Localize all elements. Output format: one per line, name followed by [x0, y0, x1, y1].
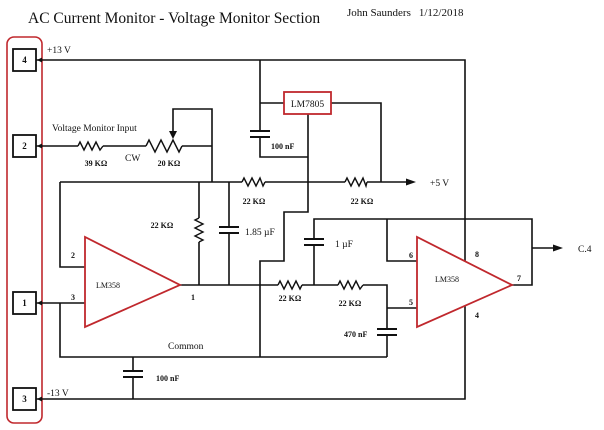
svg-text:22 KΩ: 22 KΩ	[339, 299, 362, 308]
connector-pin-1[interactable]: 1	[12, 291, 37, 315]
svg-text:22 KΩ: 22 KΩ	[351, 197, 374, 206]
wire-regulator-out	[331, 102, 382, 182]
net-label-common: Common	[168, 342, 204, 352]
svg-text:8: 8	[475, 250, 479, 259]
svg-text:470 nF: 470 nF	[344, 330, 367, 339]
wire-pot-wiper	[172, 108, 213, 182]
svg-text:3: 3	[71, 293, 75, 302]
capacitor-filter-470nf: 470 nF	[344, 328, 397, 339]
resistor-divider-left: 22 KΩ	[241, 176, 266, 206]
connector-pin-4[interactable]: 4	[12, 48, 37, 72]
svg-text:100 nF: 100 nF	[271, 142, 294, 151]
svg-text:1 µF: 1 µF	[335, 240, 353, 250]
wire-opamp1-out	[180, 284, 388, 357]
net-label-output: C.4	[578, 245, 592, 255]
svg-text:100 nF: 100 nF	[156, 374, 179, 383]
resistor-filter-1: 22 KΩ	[277, 279, 303, 303]
svg-text:LM358: LM358	[435, 275, 459, 284]
wire-plus13v	[36, 59, 466, 261]
net-label-minus13: -13 V	[47, 389, 69, 399]
wire-common	[59, 303, 387, 358]
connector-pin-2[interactable]: 2	[12, 134, 37, 158]
pot-direction-label: CW	[125, 154, 140, 164]
output-arrow-icon	[553, 244, 563, 252]
resistor-divider-right: 22 KΩ	[344, 176, 374, 206]
wire-feedback	[198, 182, 230, 285]
svg-text:22 KΩ: 22 KΩ	[151, 221, 174, 230]
svg-text:7: 7	[517, 274, 521, 283]
opamp-1-lm358: LM358 2 3 1	[71, 235, 195, 329]
connector-frame	[6, 36, 43, 424]
wiper-arrow-icon	[169, 131, 177, 139]
wire-regulator-gnd	[259, 114, 309, 357]
author-date: John Saunders 1/12/2018	[347, 7, 464, 19]
svg-text:22 KΩ: 22 KΩ	[243, 197, 266, 206]
svg-text:20 KΩ: 20 KΩ	[158, 159, 181, 168]
net-label-plus13: +13 V	[47, 46, 71, 56]
connector-pin-3[interactable]: 3	[12, 387, 37, 411]
wire-minus13v	[36, 306, 466, 400]
svg-text:1.85 µF: 1.85 µF	[245, 228, 275, 238]
plus5-arrow-icon	[406, 178, 416, 186]
resistor-39k: 39 KΩ	[77, 140, 108, 168]
opamp-2-lm358: LM358 6 5 7 8 4	[409, 235, 521, 329]
capacitor-filter-1uf: 1 µF	[304, 238, 353, 250]
schematic-title: AC Current Monitor - Voltage Monitor Sec…	[28, 10, 320, 27]
resistor-feedback-22k: 22 KΩ	[151, 217, 205, 243]
capacitor-regulator-100nf: 100 nF	[250, 130, 294, 151]
net-label-input: Voltage Monitor Input	[52, 124, 137, 134]
author: John Saunders	[347, 7, 411, 19]
resistor-filter-2: 22 KΩ	[337, 279, 364, 308]
svg-text:3: 3	[22, 394, 27, 404]
wire-opamp1-inv	[59, 182, 85, 268]
date: 1/12/2018	[419, 7, 464, 19]
svg-text:4: 4	[475, 311, 479, 320]
net-label-plus5: +5 V	[430, 179, 449, 189]
svg-text:LM7805: LM7805	[291, 100, 325, 110]
wire-filter-feedback	[313, 218, 533, 286]
svg-text:1: 1	[191, 293, 195, 302]
svg-text:5: 5	[409, 298, 413, 307]
potentiometer-20k: 20 KΩ	[145, 131, 183, 168]
svg-text:2: 2	[71, 251, 75, 260]
capacitor-common-100nf: 100 nF	[123, 370, 179, 383]
svg-text:1: 1	[22, 298, 27, 308]
svg-text:LM358: LM358	[96, 281, 120, 290]
wire-regulator-in	[259, 60, 308, 158]
svg-text:2: 2	[22, 141, 27, 151]
svg-text:6: 6	[409, 251, 413, 260]
capacitor-feedback-1-85uf: 1.85 µF	[219, 226, 275, 238]
regulator-lm7805: LM7805	[283, 91, 332, 115]
svg-text:4: 4	[22, 55, 27, 65]
svg-text:39 KΩ: 39 KΩ	[85, 159, 108, 168]
svg-text:22 KΩ: 22 KΩ	[279, 294, 302, 303]
